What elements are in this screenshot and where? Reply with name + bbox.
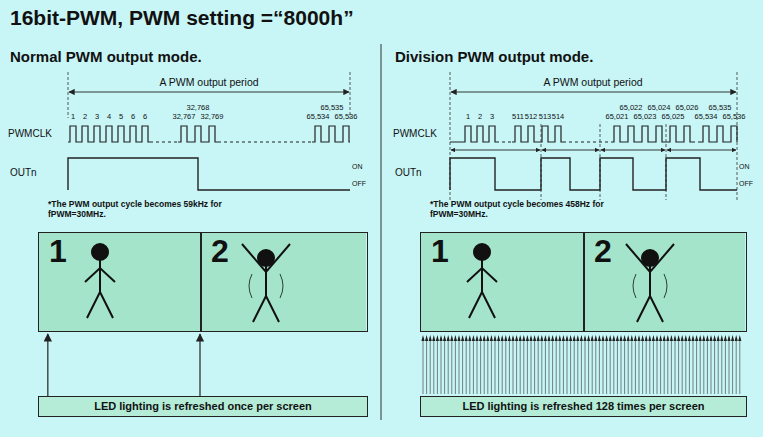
level-label: OFF <box>352 180 366 188</box>
refresh-arrows <box>421 335 741 394</box>
clock-count: 6 <box>143 113 147 122</box>
clock-count: 65,022 <box>620 104 643 113</box>
clock-count: 32,769 <box>201 113 224 122</box>
stick-figures <box>85 244 674 322</box>
clock-count: 2 <box>83 113 87 122</box>
clock-count: 2 <box>478 113 482 122</box>
page-title: 16bit-PWM, PWM setting =“8000h” <box>10 6 354 30</box>
clock-count: 65,025 <box>662 113 685 122</box>
screen-frame: 1 <box>38 232 202 332</box>
note-text: *The PWM output cycle becomes 458Hz for … <box>430 200 645 220</box>
clock-count: 65,535 <box>709 104 732 113</box>
clock-count: 514 <box>552 113 565 122</box>
clock-count: 512 <box>525 113 538 122</box>
clock-count: 65,024 <box>648 104 671 113</box>
clock-count: 1 <box>466 113 470 122</box>
clock-count: 65,534 <box>695 113 718 122</box>
note-text: *The PWM output cycle becomes 59kHz for … <box>48 200 263 220</box>
clock-count: 513 <box>539 113 552 122</box>
refresh-arrow <box>47 334 48 396</box>
clock-count: 65,536 <box>335 113 358 122</box>
section-heading: Division PWM output mode. <box>395 48 593 65</box>
signal-name: OUTn <box>10 167 37 179</box>
clock-count: 32,767 <box>173 113 196 122</box>
clock-count: 65,536 <box>723 113 746 122</box>
box-text: LED lighting is refreshed once per scree… <box>39 397 367 415</box>
clock-count: 3 <box>95 113 99 122</box>
clock-count: 65,534 <box>307 113 330 122</box>
period-label: A PWM output period <box>543 76 642 88</box>
clock-count: 6 <box>131 113 135 122</box>
clock-count: 65,026 <box>676 104 699 113</box>
period-label: A PWM output period <box>159 76 258 88</box>
refresh-arrow <box>199 334 200 396</box>
clock-count: 511 <box>512 113 524 122</box>
level-label: ON <box>739 163 750 171</box>
frame-number: 1 <box>421 233 584 270</box>
clock-count: 4 <box>107 113 111 122</box>
clock-count: 65,021 <box>606 113 629 122</box>
refresh-note-box: LED lighting is refreshed 128 times per … <box>420 396 747 417</box>
clock-count: 65,535 <box>321 104 344 113</box>
frame-number: 1 <box>39 233 201 270</box>
level-label: ON <box>352 163 363 171</box>
signal-name: PWMCLK <box>393 128 437 140</box>
frame-number: 2 <box>201 233 367 270</box>
section-heading: Normal PWM output mode. <box>10 48 202 65</box>
signal-name: OUTn <box>395 167 422 179</box>
box-text: LED lighting is refreshed 128 times per … <box>421 397 746 415</box>
frame-number: 2 <box>584 233 746 270</box>
level-label: OFF <box>739 180 753 188</box>
screen-frame: 2 <box>200 232 368 332</box>
clock-count: 32,768 <box>187 104 210 113</box>
refresh-note-box: LED lighting is refreshed once per scree… <box>38 396 368 417</box>
waveforms <box>68 72 737 200</box>
divider-line <box>381 44 382 420</box>
signal-name: PWMCLK <box>8 128 52 140</box>
screen-panel <box>38 232 366 332</box>
screen-frame: 1 <box>420 232 585 332</box>
clock-count: 1 <box>71 113 75 122</box>
clock-count: 5 <box>119 113 123 122</box>
screen-frame: 2 <box>583 232 747 332</box>
clock-count: 65,023 <box>634 113 657 122</box>
clock-count: 3 <box>490 113 494 122</box>
